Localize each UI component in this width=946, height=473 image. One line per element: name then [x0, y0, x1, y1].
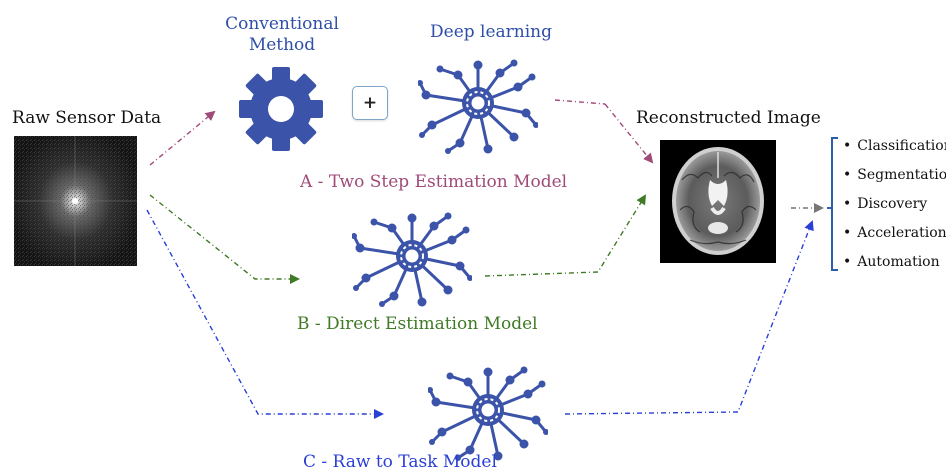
brain-mri-drawing [672, 147, 764, 255]
reconstructed-brain-image [660, 140, 776, 263]
conventional-line-2: Method [248, 35, 316, 55]
raw-sensor-image [14, 136, 137, 266]
neural-network-icon [428, 366, 548, 461]
model-a-label: A - Two Step Estimation Model [300, 172, 568, 192]
task-classification: Classification [843, 138, 946, 167]
arrow-a-out-seg2 [604, 103, 654, 164]
raw-sensor-label: Raw Sensor Data [12, 108, 162, 128]
neural-network-icon [418, 59, 538, 154]
model-b-label: B - Direct Estimation Model [297, 314, 538, 334]
reconstructed-label: Reconstructed Image [636, 108, 821, 128]
arrow-c-out [564, 220, 814, 415]
neural-network-icon [352, 212, 472, 307]
task-automation: Automation [843, 254, 946, 283]
task-list: Classification Segmentation Discovery Ac… [843, 138, 946, 283]
kspace-pattern [14, 136, 137, 266]
conventional-method-label: Conventional Method [222, 14, 342, 56]
task-bracket [827, 137, 838, 271]
gear-icon [239, 67, 323, 151]
plus-box: + [352, 86, 388, 120]
arrow-b-in [149, 194, 300, 284]
task-acceleration: Acceleration [843, 225, 946, 254]
arrow-c-in [146, 209, 384, 419]
arrow-a-out-seg1 [554, 99, 606, 105]
model-c-label: C - Raw to Task Model [303, 452, 497, 472]
arrow-b-out [484, 194, 647, 277]
arrow-a-in [149, 110, 216, 166]
task-segmentation: Segmentation [843, 167, 946, 196]
deep-learning-label: Deep learning [430, 22, 553, 42]
task-discovery: Discovery [843, 196, 946, 225]
conventional-line-1: Conventional [225, 14, 339, 34]
